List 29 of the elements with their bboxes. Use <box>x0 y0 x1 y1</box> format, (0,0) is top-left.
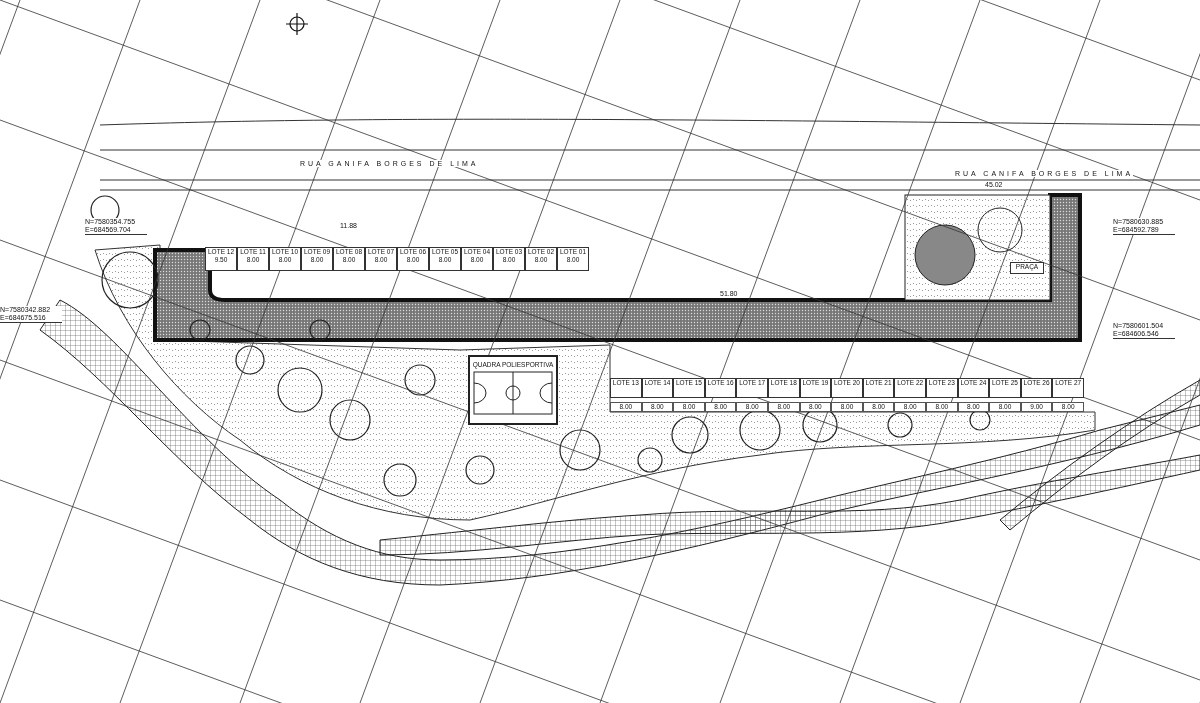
lot-plot <box>269 247 301 271</box>
lot-plot <box>704 378 737 398</box>
lot-plot <box>365 247 397 271</box>
lot-plot <box>736 378 768 398</box>
lot-plot <box>894 378 926 398</box>
lot-plot <box>205 247 237 271</box>
lot-plot <box>397 247 429 271</box>
lot-plot <box>301 247 333 271</box>
lot-plot <box>989 378 1021 398</box>
lot-plot <box>862 378 895 398</box>
lot-plot <box>333 247 365 271</box>
lot-plot <box>831 378 863 398</box>
square-area <box>1010 262 1044 274</box>
sports-court <box>468 355 558 425</box>
lot-plot <box>1020 378 1053 398</box>
lot-plot <box>429 247 461 271</box>
lot-plot <box>557 247 589 271</box>
lot-plot <box>957 378 990 398</box>
lot-plot <box>1052 378 1084 398</box>
lot-plot <box>673 378 705 398</box>
lot-plot <box>641 378 674 398</box>
lot-plot <box>237 247 269 271</box>
lot-plot <box>768 378 800 398</box>
lot-plot <box>525 247 557 271</box>
lot-plot <box>610 378 642 398</box>
lot-plot <box>461 247 493 271</box>
lot-plot <box>926 378 958 398</box>
lot-plot <box>493 247 525 271</box>
lot-plot <box>799 378 832 398</box>
